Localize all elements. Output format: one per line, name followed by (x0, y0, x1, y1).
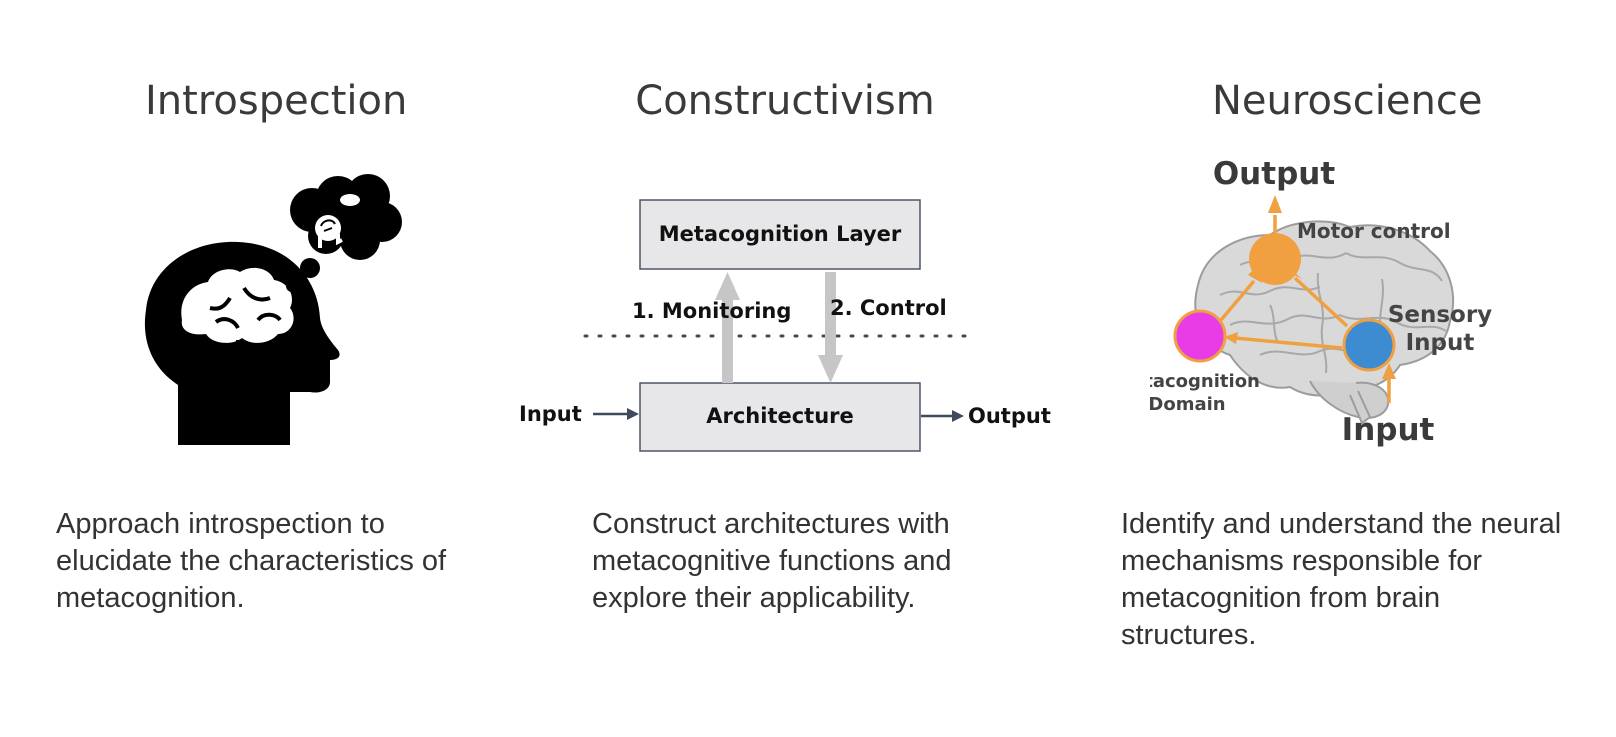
output-label: Output (968, 404, 1051, 428)
introspection-title: Introspection (145, 78, 408, 124)
constructivism-description: Construct architectures with metacogniti… (592, 508, 952, 614)
output-arrow (952, 410, 964, 422)
control-arrow (818, 355, 843, 383)
neuroscience-diagram: Output Motor control Sensory Input Metac… (1150, 156, 1492, 448)
metacognition-layer-label: Metacognition Layer (659, 222, 902, 246)
input-arrow (627, 408, 639, 420)
sensory-label-line1: Sensory (1388, 302, 1492, 328)
architecture-box (639, 382, 921, 452)
motor-control-label: Motor control (1297, 219, 1451, 243)
arrow-input-to-sensory (1382, 363, 1396, 379)
introspection-description: Approach introspection to elucidate the … (56, 508, 447, 614)
constructivism-title: Constructivism (635, 78, 935, 124)
input-label: Input (519, 402, 582, 426)
metacognition-layer-box (639, 199, 921, 270)
arrow-to-output (1268, 195, 1282, 213)
architecture-label: Architecture (706, 404, 854, 428)
monitoring-label: 1. Monitoring (632, 299, 791, 323)
monitoring-arrow (715, 272, 740, 300)
neuroscience-description: Identify and understand the neural mecha… (1121, 508, 1562, 651)
metacognition-label-line1: Metacognition (1150, 371, 1260, 392)
sensory-label-line2: Input (1406, 330, 1475, 356)
metacognition-node (1173, 309, 1227, 363)
constructivism-diagram: Metacognition Layer Architecture 1. Moni… (519, 199, 1051, 452)
motor-control-node (1249, 233, 1301, 285)
sensory-input-node (1342, 318, 1396, 372)
introspection-head-icon (144, 174, 402, 445)
metacognition-label-line2: Domain (1150, 394, 1226, 415)
input-label: Input (1342, 412, 1435, 448)
control-label: 2. Control (830, 296, 947, 320)
output-label: Output (1213, 156, 1336, 192)
neuroscience-title: Neuroscience (1212, 78, 1483, 124)
arrow-sensory-to-meta (1224, 332, 1238, 344)
